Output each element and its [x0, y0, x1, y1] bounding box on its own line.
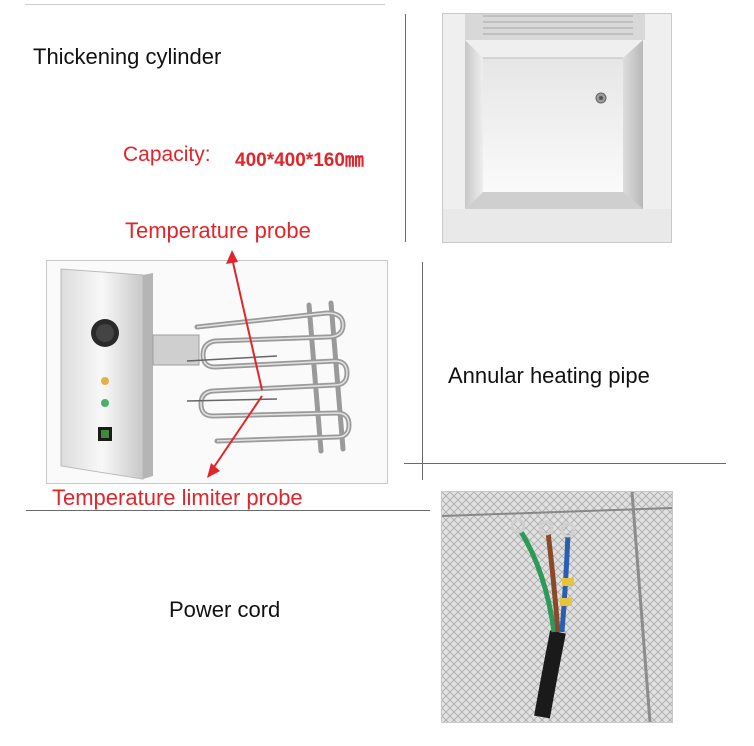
divider-top-left — [25, 4, 385, 5]
heating-element-image — [60, 268, 352, 480]
capacity-value: 400*400*160㎜ — [235, 150, 364, 171]
power-cord-label: Power cord — [169, 597, 281, 622]
power-cord-image — [442, 492, 672, 722]
temperature-probe-label: Temperature probe — [125, 218, 311, 243]
power-cord-photo — [441, 491, 673, 723]
divider-middle-right — [404, 463, 726, 464]
divider-top-vertical — [405, 14, 406, 242]
thickening-cylinder-label: Thickening cylinder — [33, 44, 222, 69]
fryer-tank-image — [443, 14, 671, 242]
heating-element-photo — [46, 260, 388, 484]
fryer-tank-photo — [442, 13, 672, 243]
divider-lower-left — [26, 510, 430, 511]
annular-heating-pipe-label: Annular heating pipe — [448, 363, 650, 388]
capacity-label: Capacity: — [123, 143, 211, 166]
divider-middle-vertical — [422, 262, 423, 480]
temperature-limiter-probe-label: Temperature limiter probe — [52, 485, 303, 510]
